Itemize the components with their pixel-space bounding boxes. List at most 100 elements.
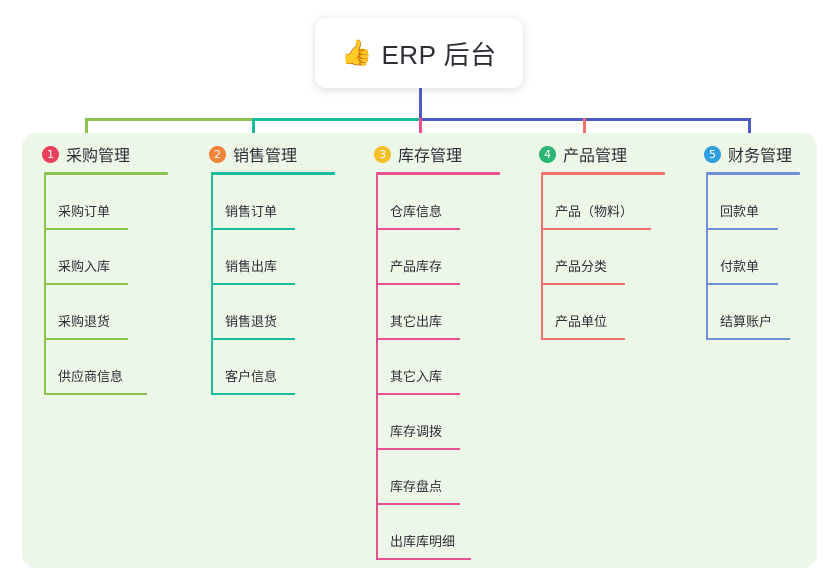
menu-item[interactable]: 供应商信息 [26,340,186,395]
menu-item-rule [706,283,778,285]
menu-item-rule [211,338,295,340]
menu-item-label: 销售出库 [225,259,278,274]
drop-connector-2 [252,118,255,146]
menu-item[interactable]: 产品（物料） [523,175,683,230]
menu-item-label: 产品单位 [555,314,608,329]
menu-item-rule [376,338,460,340]
menu-item-rule [541,338,625,340]
column-2: 2 销售管理销售订单销售出库销售退货客户信息 [193,140,353,395]
menu-item-label: 产品库存 [390,259,443,274]
menu-item[interactable]: 销售订单 [193,175,353,230]
column-badge-2: 2 [209,145,226,163]
menu-item-label: 销售订单 [225,204,278,219]
menu-item[interactable]: 付款单 [688,230,818,285]
menu-item-label: 回款单 [720,204,760,219]
menu-item[interactable]: 其它出库 [358,285,518,340]
column-spine-1 [44,175,46,395]
menu-item[interactable]: 采购退货 [26,285,186,340]
menu-item[interactable]: 销售退货 [193,285,353,340]
column-title-2: 销售管理 [233,148,298,165]
menu-item-label: 其它入库 [390,369,443,384]
column-spine-5 [706,175,708,340]
bus-segment-2 [252,118,422,121]
column-items-4: 产品（物料） 产品分类产品单位 [523,175,683,340]
menu-item-label: 供应商信息 [58,369,124,384]
menu-item-label: 销售退货 [225,314,278,329]
menu-item[interactable]: 客户信息 [193,340,353,395]
menu-item-label: 仓库信息 [390,204,443,219]
menu-item-rule [706,338,790,340]
menu-item-rule [376,228,460,230]
menu-item-rule [376,448,460,450]
menu-item-label: 采购入库 [58,259,111,274]
menu-item-label: 产品（物料） [555,204,634,219]
column-title-1: 采购管理 [66,148,131,165]
menu-item-rule [376,503,460,505]
column-title-4: 产品管理 [563,148,628,165]
menu-item-rule [211,228,295,230]
menu-item[interactable]: 结算账户 [688,285,818,340]
menu-item[interactable]: 其它入库 [358,340,518,395]
column-items-5: 回款单付款单结算账户 [688,175,818,340]
menu-item[interactable]: 产品分类 [523,230,683,285]
menu-item-rule [44,228,128,230]
menu-item[interactable]: 销售出库 [193,230,353,285]
menu-item-label: 客户信息 [225,369,278,384]
thumbs-up-icon: 👍 [341,38,373,67]
menu-item-label: 采购退货 [58,314,111,329]
menu-item-rule [541,228,651,230]
menu-item-label: 付款单 [720,259,760,274]
column-header-rule-4 [541,172,665,175]
menu-item-label: 库存调拨 [390,424,443,439]
menu-item-label: 采购订单 [58,204,111,219]
bus-segment-3 [419,118,586,121]
column-header-rule-1 [44,172,168,175]
menu-item-rule [376,558,471,560]
drop-connector-5 [748,118,751,146]
drop-connector-3 [419,118,422,146]
mindmap-panel [22,133,817,568]
column-header-2[interactable]: 2 销售管理 [193,140,353,168]
root-title: ERP 后台 [381,39,497,70]
menu-item[interactable]: 库存盘点 [358,450,518,505]
column-items-1: 采购订单采购入库采购退货供应商信息 [26,175,186,395]
column-items-2: 销售订单销售出库销售退货客户信息 [193,175,353,395]
column-badge-5: 5 [704,145,721,163]
menu-item[interactable]: 库存调拨 [358,395,518,450]
column-spine-2 [211,175,213,395]
menu-item[interactable]: 出库库明细 [358,505,518,560]
menu-item[interactable]: 采购订单 [26,175,186,230]
column-spine-3 [376,175,378,560]
bus-segment-1 [85,118,255,121]
column-badge-3: 3 [374,145,391,163]
menu-item[interactable]: 产品库存 [358,230,518,285]
column-items-3: 仓库信息产品库存其它出库其它入库库存调拨库存盘点出库库明细 [358,175,518,560]
menu-item-rule [44,393,147,395]
menu-item[interactable]: 产品单位 [523,285,683,340]
column-header-rule-5 [706,172,800,175]
column-header-rule-2 [211,172,335,175]
menu-item-rule [44,283,128,285]
menu-item-rule [211,393,295,395]
menu-item[interactable]: 采购入库 [26,230,186,285]
menu-item-rule [376,283,460,285]
menu-item[interactable]: 仓库信息 [358,175,518,230]
column-spine-4 [541,175,543,340]
menu-item-rule [211,283,295,285]
menu-item-rule [376,393,460,395]
trunk-connector [419,88,422,118]
menu-item[interactable]: 回款单 [688,175,818,230]
column-header-rule-3 [376,172,500,175]
menu-item-label: 其它出库 [390,314,443,329]
menu-item-rule [44,338,128,340]
root-node[interactable]: 👍 ERP 后台 [315,18,523,88]
bus-segment-4 [583,118,751,121]
